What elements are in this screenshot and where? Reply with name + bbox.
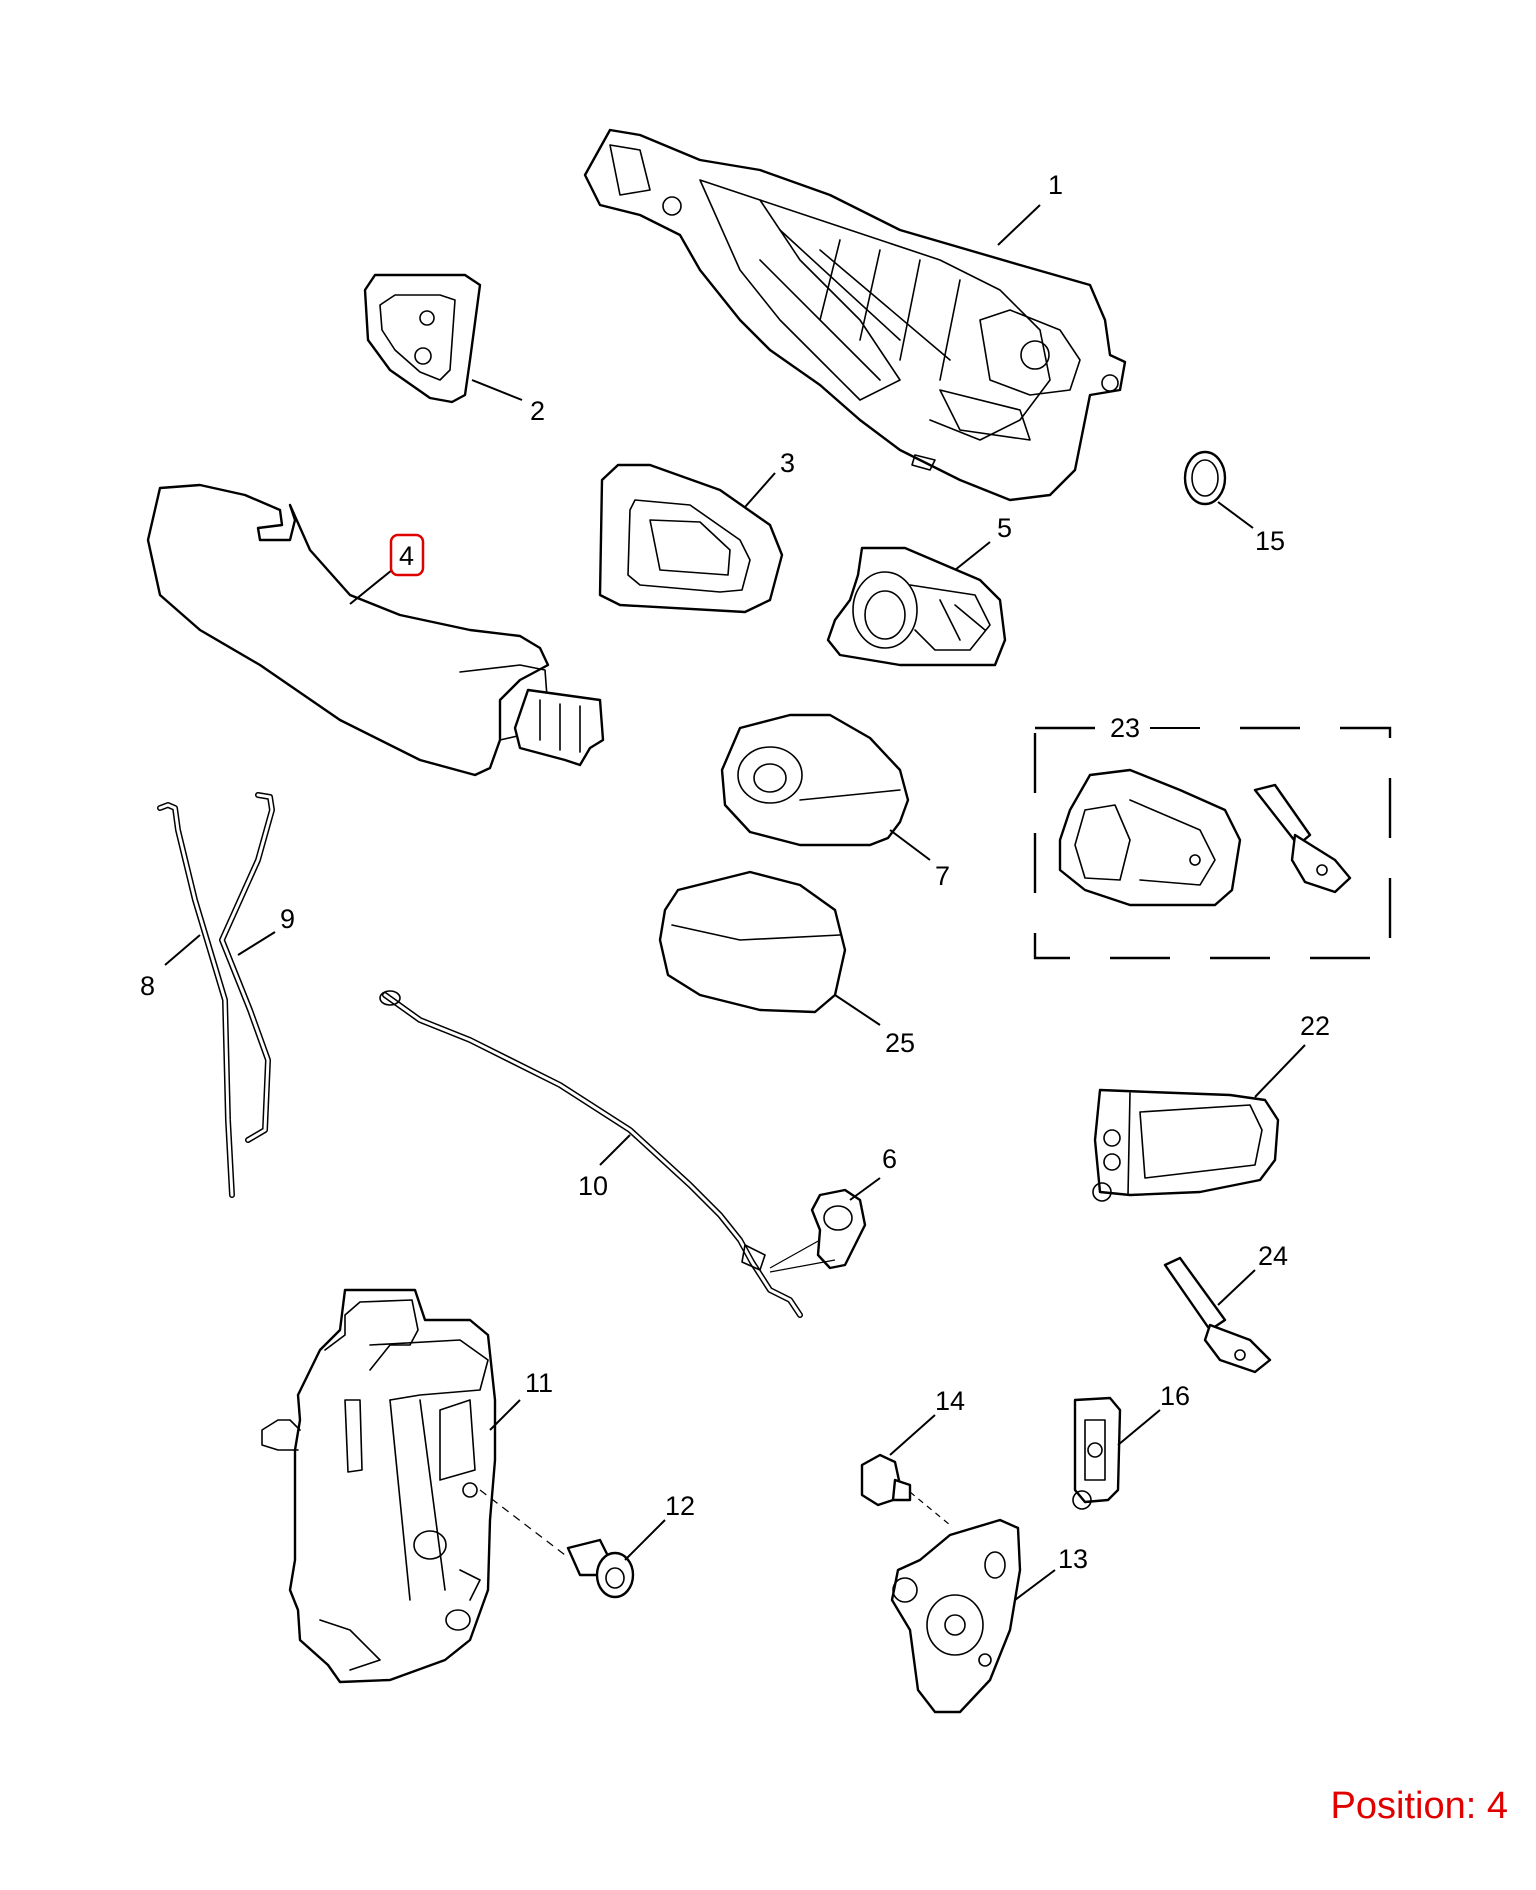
callout-13: 13 <box>1058 1544 1088 1574</box>
callout-8: 8 <box>140 971 155 1001</box>
callout-4-highlight <box>389 533 425 577</box>
callout-7: 7 <box>935 861 950 891</box>
part-3-gasket-plate: 3 <box>598 448 795 614</box>
part-1-handle-carrier: 1 <box>583 128 1127 502</box>
part-2-cover-cap: 2 <box>363 273 545 426</box>
callout-15: 15 <box>1255 526 1285 556</box>
part-10-bowden-cable: 10 <box>379 990 803 1318</box>
part-5-lock-housing: 5 <box>826 513 1012 667</box>
part-12-screw: 12 <box>566 1491 695 1599</box>
callout-12: 12 <box>665 1491 695 1521</box>
callout-3: 3 <box>780 448 795 478</box>
callout-10: 10 <box>578 1171 608 1201</box>
part-11-door-lock: 11 <box>261 1288 566 1684</box>
part-9-rod: 9 <box>219 792 295 1143</box>
callout-23: 23 <box>1110 713 1140 743</box>
part-6-cable-clip: 6 <box>769 1144 897 1273</box>
callout-6: 6 <box>882 1144 897 1174</box>
position-label: Position: 4 <box>1330 1785 1508 1827</box>
part-4-outer-door-handle: 4 <box>146 483 605 777</box>
part-15-round-plug: 15 <box>1183 450 1285 556</box>
callout-16: 16 <box>1160 1381 1190 1411</box>
callout-1: 1 <box>1048 170 1063 200</box>
part-7-lock-cap: 7 <box>720 713 950 891</box>
callout-25: 25 <box>885 1028 915 1058</box>
part-25-end-cap: 25 <box>658 870 915 1058</box>
part-16-key-insert: 16 <box>1072 1381 1190 1510</box>
callout-11: 11 <box>525 1368 553 1398</box>
callout-2: 2 <box>530 396 545 426</box>
part-13-striker-plate: 13 <box>890 1518 1088 1714</box>
callout-5: 5 <box>997 513 1012 543</box>
callout-14: 14 <box>935 1386 965 1416</box>
part-23-lock-set-group: 23 <box>1033 713 1392 960</box>
callout-4: 4 <box>399 541 414 571</box>
callout-22: 22 <box>1300 1011 1330 1041</box>
part-14-striker-bolt: 14 <box>860 1386 965 1526</box>
part-24-key-blade: 24 <box>1163 1241 1288 1374</box>
callout-9: 9 <box>280 904 295 934</box>
callout-24: 24 <box>1258 1241 1288 1271</box>
part-22-key-fob: 22 <box>1092 1011 1330 1202</box>
part-8-rod: 8 <box>140 802 235 1198</box>
